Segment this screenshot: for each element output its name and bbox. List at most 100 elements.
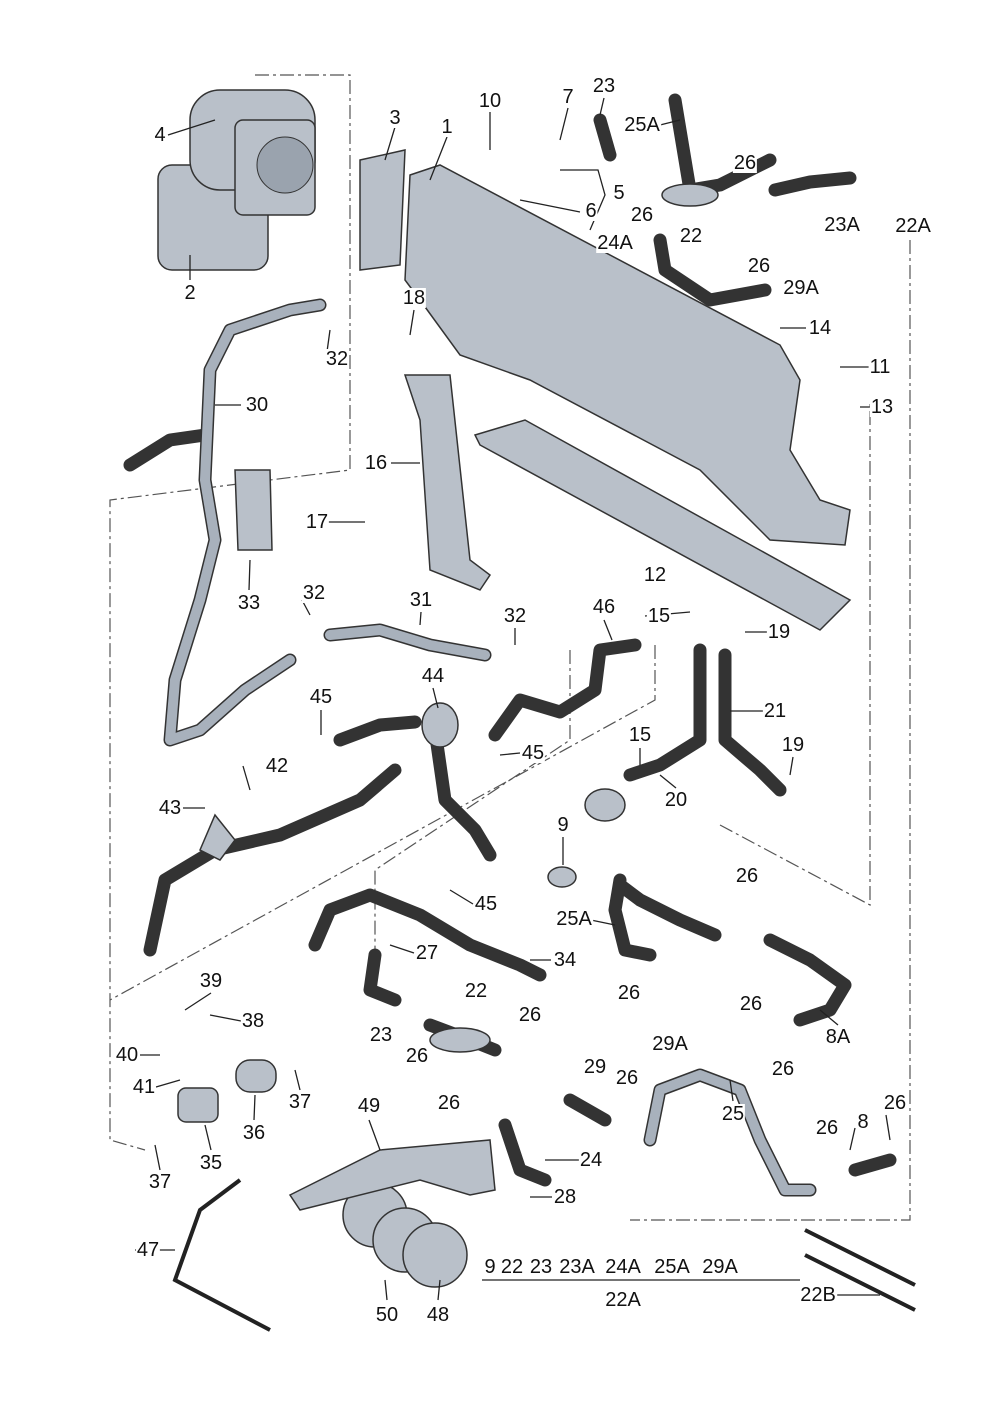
callout-label-49: 49 — [356, 1095, 382, 1117]
callout-label-23: 23 — [368, 1024, 394, 1046]
pressure-regulator — [584, 788, 626, 822]
callout-label-26: 26 — [732, 152, 758, 174]
callout-label-26: 26 — [770, 1058, 796, 1080]
callout-label-3: 3 — [388, 107, 402, 129]
callout-label-23a: 23A — [823, 214, 861, 236]
callout-label-21: 21 — [762, 700, 788, 722]
callout-label-15: 15 — [646, 605, 672, 627]
callout-label-7: 7 — [561, 86, 575, 108]
callout-label-32: 32 — [301, 582, 327, 604]
callout-label-26: 26 — [629, 204, 655, 226]
hoses — [123, 93, 897, 1197]
callout-label-20: 20 — [663, 789, 689, 811]
bracket-42 — [199, 813, 236, 861]
gasket-3 — [359, 149, 406, 271]
callout-label-22a: 22A — [604, 1289, 642, 1311]
callout-label-26: 26 — [404, 1045, 430, 1067]
callout-label-14: 14 — [807, 317, 833, 339]
callout-label-18: 18 — [401, 287, 427, 309]
callout-label-8: 8 — [856, 1111, 870, 1133]
callout-label-19: 19 — [766, 621, 792, 643]
callout-label-26: 26 — [738, 993, 764, 1015]
callout-label-22b: 22B — [799, 1284, 837, 1306]
group-outline-hoses — [109, 645, 656, 1001]
callout-label-45: 45 — [520, 742, 546, 764]
callout-label-13: 13 — [869, 396, 895, 418]
callout-label-25a: 25A — [623, 114, 661, 136]
callout-label-10: 10 — [477, 90, 503, 112]
bracket-16 — [403, 374, 492, 591]
callout-label-26: 26 — [614, 1067, 640, 1089]
callout-label-41: 41 — [131, 1076, 157, 1098]
group-outline-right — [719, 400, 871, 906]
callout-label-28: 28 — [552, 1186, 578, 1208]
callout-label-15: 15 — [627, 724, 653, 746]
callout-label-27: 27 — [414, 942, 440, 964]
valve-22-top — [661, 183, 719, 207]
callout-label-24a: 24A — [604, 1256, 642, 1278]
callout-label-5: 5 — [612, 182, 626, 204]
callout-label-11: 11 — [868, 356, 892, 378]
callout-label-24a: 24A — [596, 232, 634, 254]
callout-label-22: 22 — [499, 1256, 525, 1278]
pipe-47 — [172, 1178, 271, 1332]
callout-label-4: 4 — [153, 124, 167, 146]
callout-label-6: 6 — [584, 200, 598, 222]
callout-label-50: 50 — [374, 1304, 400, 1326]
callout-label-44: 44 — [420, 665, 446, 687]
callout-label-35: 35 — [198, 1152, 224, 1174]
callout-label-47: 47 — [135, 1239, 161, 1261]
nut-9 — [547, 866, 577, 888]
callout-label-32: 32 — [502, 605, 528, 627]
callout-label-9: 9 — [556, 814, 570, 836]
callout-label-17: 17 — [304, 511, 330, 533]
callout-label-29a: 29A — [782, 277, 820, 299]
callout-label-40: 40 — [114, 1044, 140, 1066]
group-outline-lower — [374, 650, 571, 960]
callout-label-45: 45 — [308, 686, 334, 708]
fuel-filter-22 — [429, 1027, 491, 1053]
callout-label-36: 36 — [241, 1122, 267, 1144]
callout-label-45: 45 — [473, 893, 499, 915]
callout-label-29a: 29A — [701, 1256, 739, 1278]
manifold-gasket-12 — [473, 419, 852, 631]
callout-label-37: 37 — [147, 1171, 173, 1193]
callout-label-46: 46 — [591, 596, 617, 618]
callout-label-26: 26 — [517, 1004, 543, 1026]
callout-label-25a: 25A — [653, 1256, 691, 1278]
callout-label-42: 42 — [264, 755, 290, 777]
callout-label-23: 23 — [528, 1256, 554, 1278]
callout-label-26: 26 — [746, 255, 772, 277]
group-outline-22A — [630, 240, 911, 1221]
callout-label-33: 33 — [236, 592, 262, 614]
group-outline-throttle — [109, 74, 351, 1151]
callout-label-25a: 25A — [555, 908, 593, 930]
callout-label-26: 26 — [734, 865, 760, 887]
callout-label-32: 32 — [324, 348, 350, 370]
intake-manifold — [404, 164, 851, 546]
throttle-body — [157, 89, 316, 271]
callout-label-9: 9 — [483, 1256, 497, 1278]
callout-label-1: 1 — [440, 116, 454, 138]
callout-label-26: 26 — [436, 1092, 462, 1114]
cable-ties-22B — [804, 1228, 916, 1312]
callout-label-16: 16 — [363, 452, 389, 474]
callout-label-31: 31 — [408, 589, 434, 611]
callout-label-25: 25 — [720, 1103, 746, 1125]
callout-label-29a: 29A — [651, 1033, 689, 1055]
callout-label-22: 22 — [678, 225, 704, 247]
callout-label-26: 26 — [814, 1117, 840, 1139]
leader-lines — [135, 97, 891, 1301]
callout-label-12: 12 — [642, 564, 668, 586]
callout-label-37: 37 — [287, 1091, 313, 1113]
callout-label-43: 43 — [157, 797, 183, 819]
reservoir-48c — [402, 1222, 468, 1288]
callout-label-26: 26 — [616, 982, 642, 1004]
callout-label-23a: 23A — [558, 1256, 596, 1278]
callout-label-30: 30 — [244, 394, 270, 416]
bracket-49 — [288, 1139, 496, 1211]
callout-label-26: 26 — [882, 1092, 908, 1114]
callout-label-8a: 8A — [824, 1026, 852, 1048]
